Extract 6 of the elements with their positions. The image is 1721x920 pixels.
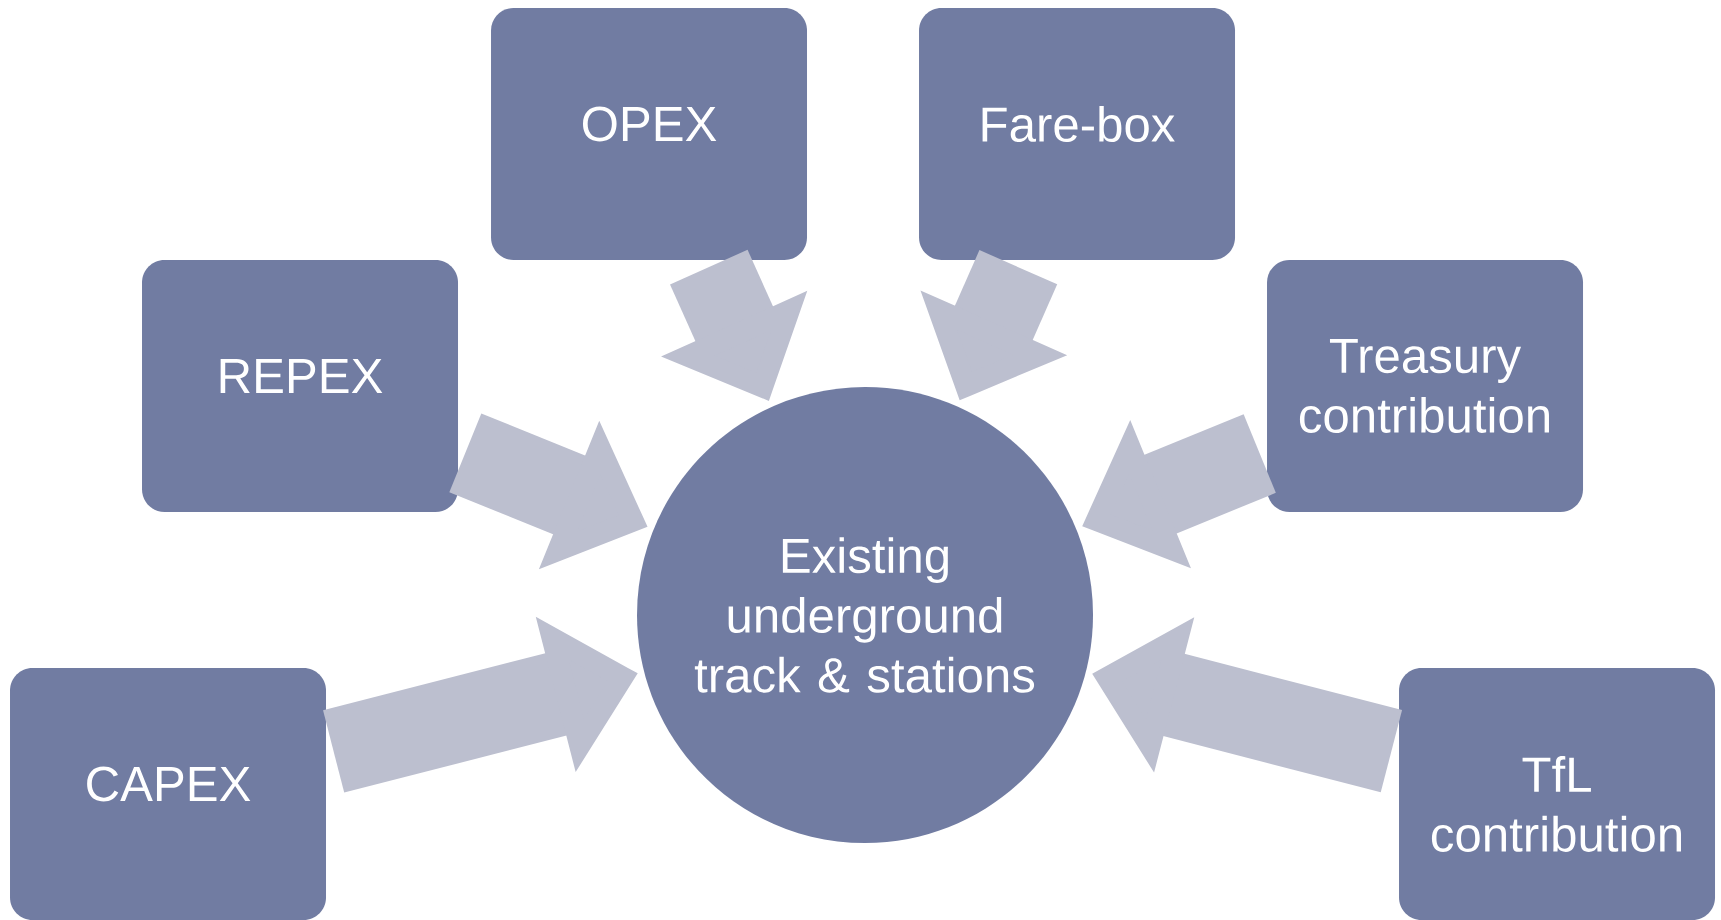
source-box: Fare-box xyxy=(919,8,1235,260)
source-box: REPEX xyxy=(142,260,458,512)
source-box: Treasury contribution xyxy=(1267,260,1583,512)
source-box: OPEX xyxy=(491,8,807,260)
source-box: TfL contribution xyxy=(1399,668,1715,920)
source-box: CAPEX xyxy=(10,668,326,920)
